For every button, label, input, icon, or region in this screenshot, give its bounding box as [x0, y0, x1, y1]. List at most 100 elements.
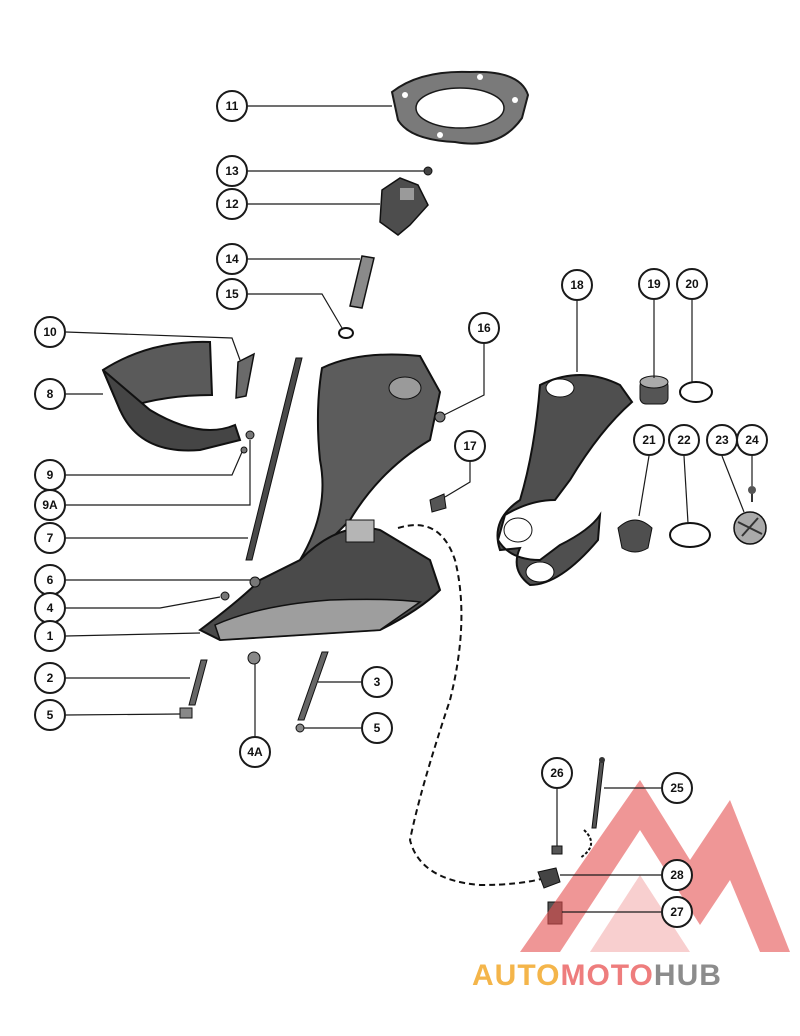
callout-circle [216, 188, 248, 220]
callout-number: 9A [42, 498, 58, 512]
callout-bubble: 12 [216, 188, 248, 220]
callout-number: 2 [47, 671, 54, 685]
pump-body-part [379, 177, 429, 236]
callout-bubble: 2 [34, 662, 66, 694]
callout-number: 14 [225, 252, 239, 266]
callout-number: 5 [374, 721, 381, 735]
bearing-parts [639, 375, 713, 405]
callout-circle [216, 155, 248, 187]
callout-number: 19 [647, 277, 661, 291]
leader-line [443, 344, 485, 416]
callout-bubble: 4 [34, 592, 66, 624]
gasket-part [390, 70, 530, 145]
callout-bubble: 23 [706, 424, 738, 456]
callout-number: 6 [47, 573, 54, 587]
strip-part [235, 352, 256, 399]
impeller-parts [733, 486, 767, 545]
stud-parts [179, 651, 329, 733]
callout-bubble: 21 [633, 424, 665, 456]
callout-bubble: 5 [34, 699, 66, 731]
callout-circle [468, 312, 500, 344]
callout-number: 27 [670, 905, 684, 919]
callout-number: 26 [550, 766, 564, 780]
callout-bubble: 16 [468, 312, 500, 344]
leader-line [248, 293, 343, 329]
callout-circle [361, 666, 393, 698]
leader-line [65, 331, 241, 361]
callout-number: 23 [715, 433, 729, 447]
callout-circle [676, 268, 708, 300]
callout-number: 18 [570, 278, 584, 292]
watermark-word-moto: MOTO [560, 959, 653, 992]
callout-bubble: 11 [216, 90, 248, 122]
callout-circle [34, 620, 66, 652]
callout-number: 24 [745, 433, 759, 447]
callout-circle [361, 712, 393, 744]
callout-circle [34, 522, 66, 554]
callout-bubble: 3 [361, 666, 393, 698]
callout-bubble: 15 [216, 278, 248, 310]
cover-part [101, 340, 242, 452]
leader-line [638, 455, 650, 517]
callout-number: 20 [685, 277, 699, 291]
callout-bubble: 1 [34, 620, 66, 652]
callout-circle [633, 424, 665, 456]
callout-number: 8 [47, 387, 54, 401]
callout-number: 7 [47, 531, 54, 545]
callout-number: 15 [225, 287, 239, 301]
callout-circle [736, 424, 768, 456]
callout-circle [668, 424, 700, 456]
callout-number: 10 [43, 325, 57, 339]
watermark-logo [520, 780, 790, 952]
callout-circle [34, 378, 66, 410]
callout-circle [661, 896, 693, 928]
callout-number: 21 [642, 433, 656, 447]
callout-number: 11 [226, 99, 239, 113]
housing-small-parts [429, 411, 447, 513]
callout-circle [216, 90, 248, 122]
callout-circle [34, 489, 66, 521]
callout-number: 4A [247, 745, 263, 759]
callout-circle [34, 316, 66, 348]
leader-line [65, 632, 201, 637]
parts-layer [101, 70, 767, 925]
screw-part [423, 166, 433, 176]
callout-bubble: 17 [454, 430, 486, 462]
watermark-word-auto: AUTO [472, 959, 560, 992]
callout-number: 4 [47, 601, 54, 615]
callout-circle [34, 699, 66, 731]
leader-line [721, 455, 745, 513]
callout-number: 12 [225, 197, 239, 211]
small-nut-part [240, 430, 255, 454]
logo-mark-icon [520, 780, 790, 952]
leader-line [683, 455, 689, 524]
callout-number: 3 [374, 675, 381, 689]
leader-line [66, 440, 251, 506]
callout-circle [34, 662, 66, 694]
gearcase-part [496, 374, 634, 587]
callout-bubble: 7 [34, 522, 66, 554]
leader-line [65, 713, 181, 716]
callout-number: 5 [47, 708, 54, 722]
callout-number: 22 [677, 433, 691, 447]
callout-bubble: 19 [638, 268, 670, 300]
leader-line [66, 596, 221, 609]
callout-bubble: 6 [34, 564, 66, 596]
callout-circle [661, 859, 693, 891]
housing-part [198, 353, 442, 642]
callout-bubble: 27 [661, 896, 693, 928]
callout-bubble: 28 [661, 859, 693, 891]
callout-circle [216, 243, 248, 275]
seal-parts [617, 519, 711, 553]
callout-number: 17 [463, 439, 477, 453]
callout-number: 9 [47, 468, 54, 482]
callout-bubble: 9A [34, 489, 66, 521]
callout-circle [216, 278, 248, 310]
callout-number: 28 [670, 868, 684, 882]
callout-bubble: 4A [239, 736, 271, 768]
callout-circle [541, 757, 573, 789]
rod-part [245, 357, 303, 561]
grommet-part [338, 327, 354, 339]
callout-circle [561, 269, 593, 301]
